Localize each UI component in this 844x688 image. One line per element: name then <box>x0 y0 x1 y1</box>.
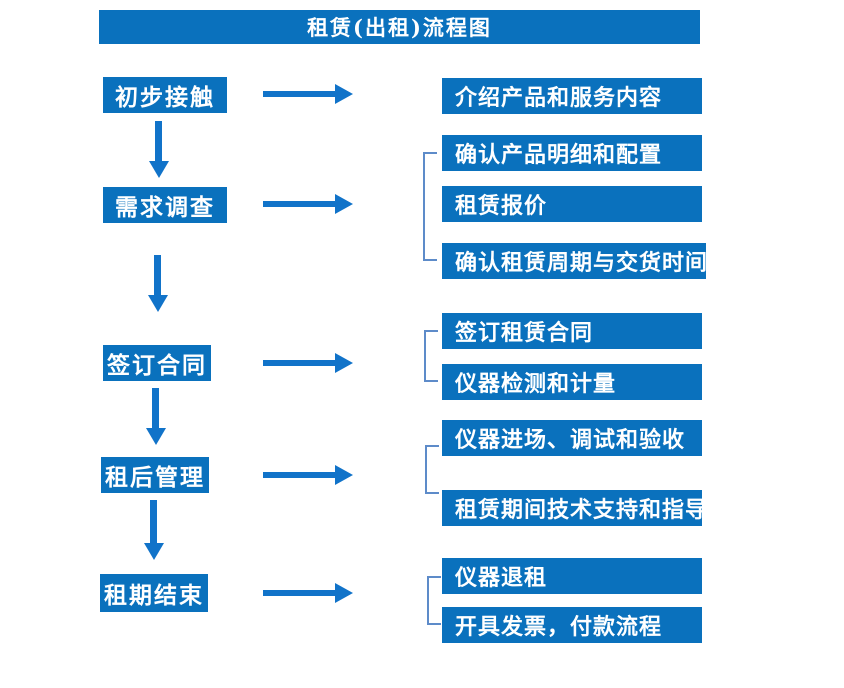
right-arrow-icon-1 <box>263 91 335 97</box>
right-arrow-icon-5 <box>263 590 335 596</box>
down-arrow-icon-1 <box>155 121 162 161</box>
detail-instrument-return: 仪器退租 <box>442 558 702 594</box>
bracket-group-demand-survey <box>423 152 437 261</box>
bracket-group-post-rental <box>425 445 439 494</box>
right-arrow-icon-4 <box>263 472 335 478</box>
down-arrow-icon-2 <box>154 255 161 295</box>
bracket-group-sign-contract <box>424 330 438 382</box>
bracket-group-rental-end <box>427 576 441 625</box>
detail-sign-rental-contract: 签订租赁合同 <box>442 313 702 349</box>
detail-rental-tech-support: 租赁期间技术支持和指导 <box>442 490 707 526</box>
step-sign-contract: 签订合同 <box>103 345 211 381</box>
detail-instrument-inspection: 仪器检测和计量 <box>442 364 702 400</box>
detail-rental-quote: 租赁报价 <box>442 186 702 222</box>
step-initial-contact: 初步接触 <box>103 77 227 113</box>
step-demand-survey: 需求调查 <box>103 187 227 223</box>
detail-confirm-rental-period: 确认租赁周期与交货时间 <box>442 243 707 279</box>
detail-introduce-products: 介绍产品和服务内容 <box>442 78 702 114</box>
step-rental-end: 租期结束 <box>100 574 208 612</box>
detail-instrument-setup-acceptance: 仪器进场、调试和验收 <box>442 420 702 456</box>
step-post-rental-management: 租后管理 <box>101 457 209 493</box>
right-arrow-icon-2 <box>263 201 335 207</box>
diagram-title: 租赁(出租)流程图 <box>99 10 700 44</box>
down-arrow-icon-3 <box>152 388 159 428</box>
down-arrow-icon-4 <box>150 500 157 543</box>
right-arrow-icon-3 <box>263 360 335 366</box>
detail-confirm-product-details: 确认产品明细和配置 <box>442 135 702 171</box>
detail-invoice-payment: 开具发票，付款流程 <box>442 607 702 643</box>
